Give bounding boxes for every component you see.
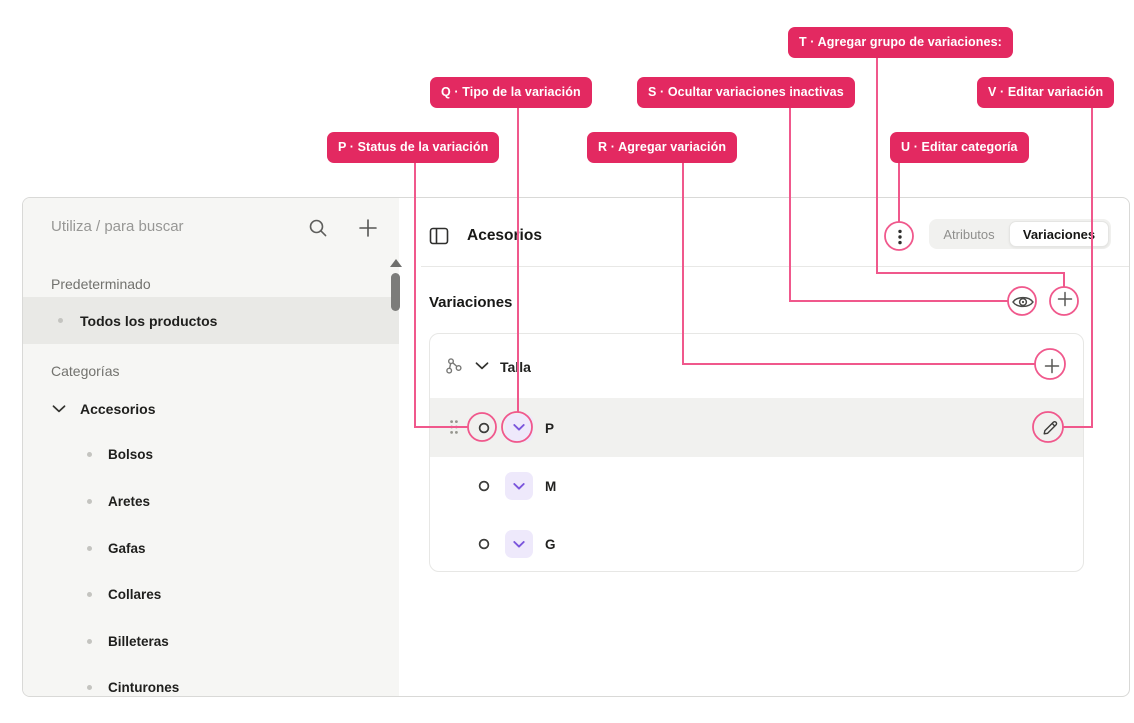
tab-variaciones[interactable]: Variaciones: [1009, 221, 1109, 247]
search-icon[interactable]: [307, 217, 329, 239]
group-name: Talla: [500, 359, 531, 375]
sidebar-item-billeteras[interactable]: Billeteras: [23, 618, 399, 665]
bullet-icon: [87, 592, 92, 597]
sidebar-item-aretes[interactable]: Aretes: [23, 478, 399, 525]
app-window: Utiliza / para buscar Predeterminado Tod…: [22, 197, 1130, 697]
add-category-icon[interactable]: [357, 217, 379, 239]
tab-atributos[interactable]: Atributos: [943, 226, 995, 242]
sidebar-item-cinturones[interactable]: Cinturones: [23, 664, 399, 696]
sidebar-item-collares[interactable]: Collares: [23, 571, 399, 618]
sidebar-item-label: Cinturones: [108, 680, 180, 695]
sidebar: Utiliza / para buscar Predeterminado Tod…: [23, 198, 399, 696]
variation-type-button[interactable]: [505, 413, 533, 442]
variation-row-g[interactable]: G: [430, 515, 1083, 573]
section-title-variaciones: Variaciones: [429, 294, 513, 311]
variation-label: M: [545, 479, 557, 494]
main-panel: Acesorios Atributos Variaciones Variacio…: [421, 198, 1129, 696]
sidebar-item-label: Bolsos: [108, 447, 154, 462]
sidebar-item-label: Aretes: [108, 494, 151, 509]
hint-label-u: U · Editar categoría: [890, 132, 1029, 163]
status-circle-icon[interactable]: [478, 422, 490, 434]
sidebar-item-accesorios[interactable]: Accesorios: [23, 385, 399, 432]
hint-label-v: V · Editar variación: [977, 77, 1115, 108]
search-input[interactable]: Utiliza / para buscar: [51, 218, 184, 235]
edit-pencil-icon[interactable]: [1040, 418, 1060, 438]
sidebar-item-label: Todos los productos: [80, 312, 218, 329]
tab-group: Atributos Variaciones: [929, 219, 1111, 249]
sidebar-section-default: Predeterminado: [51, 276, 151, 292]
sidebar-item-label: Collares: [108, 587, 162, 602]
bullet-icon: [87, 499, 92, 504]
hint-label-s: S · Ocultar variaciones inactivas: [637, 77, 855, 108]
variation-label: P: [545, 420, 555, 436]
scrollbar-thumb[interactable]: [391, 273, 400, 311]
sidebar-section-categories: Categorías: [51, 363, 120, 379]
sidebar-toggle-icon[interactable]: [429, 226, 449, 246]
hint-label-t: T · Agregar grupo de variaciones:: [788, 27, 1013, 58]
add-group-plus-icon[interactable]: [1056, 290, 1074, 308]
sidebar-item-label: Gafas: [108, 541, 146, 556]
hint-label-q: Q · Tipo de la variación: [430, 77, 592, 108]
chevron-down-icon[interactable]: [52, 404, 66, 413]
page-title: Acesorios: [467, 227, 542, 244]
variation-row-m[interactable]: M: [430, 457, 1083, 515]
bullet-icon: [87, 639, 92, 644]
variation-label: G: [545, 537, 556, 552]
kebab-menu-icon[interactable]: [890, 227, 910, 247]
hint-label-p: P · Status de la variación: [327, 132, 500, 163]
variation-row-p[interactable]: P: [430, 398, 1083, 457]
add-variation-plus-icon[interactable]: [1043, 357, 1061, 375]
sidebar-item-gafas[interactable]: Gafas: [23, 525, 399, 572]
hint-label-r: R · Agregar variación: [587, 132, 738, 163]
group-chevron-down-icon[interactable]: [475, 362, 489, 370]
sidebar-item-all-products[interactable]: Todos los productos: [23, 297, 399, 344]
group-type-nodes-icon: [445, 357, 463, 375]
bullet-icon: [87, 685, 92, 690]
sidebar-item-bolsos[interactable]: Bolsos: [23, 431, 399, 478]
variation-group-row: Talla: [430, 334, 1083, 398]
bullet-icon: [87, 546, 92, 551]
variation-type-button[interactable]: [505, 530, 533, 558]
bullet-icon: [87, 452, 92, 457]
eye-icon[interactable]: [1011, 290, 1035, 314]
drag-handle-icon[interactable]: [449, 419, 459, 435]
variation-type-button[interactable]: [505, 472, 533, 500]
sidebar-item-label: Billeteras: [108, 634, 169, 649]
variations-card: Talla: [429, 333, 1084, 572]
scrollbar-up-arrow[interactable]: [390, 259, 402, 267]
status-circle-icon[interactable]: [478, 480, 490, 492]
sidebar-item-label: Accesorios: [80, 400, 156, 417]
main-header: Acesorios Atributos Variaciones: [421, 198, 1129, 267]
bullet-icon: [58, 318, 63, 323]
status-circle-icon[interactable]: [478, 538, 490, 550]
